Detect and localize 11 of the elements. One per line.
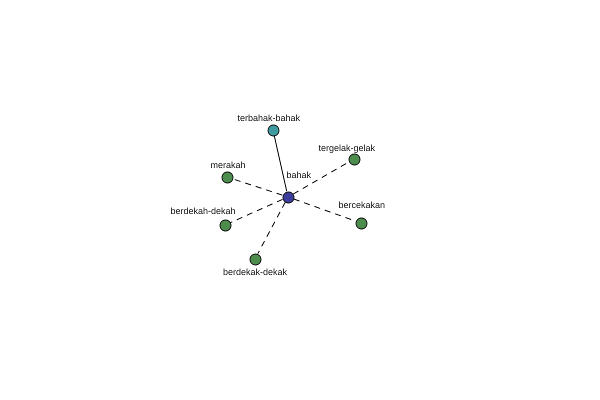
node-label: terbahak-bahak: [238, 112, 300, 124]
connector-line: [274, 135, 288, 192]
node-label: berdekah-dekah: [170, 206, 236, 216]
node-label: tergelak-gelak: [318, 142, 376, 154]
dashed-connector: [230, 198, 283, 224]
node-label: merakah: [210, 160, 246, 170]
node-label: bahak: [286, 170, 312, 180]
dashed-connector: [232, 178, 283, 196]
node-label: berdekak-dekak: [223, 266, 288, 278]
node-label: bercekakan: [338, 200, 386, 210]
dashed-connector: [257, 202, 286, 254]
